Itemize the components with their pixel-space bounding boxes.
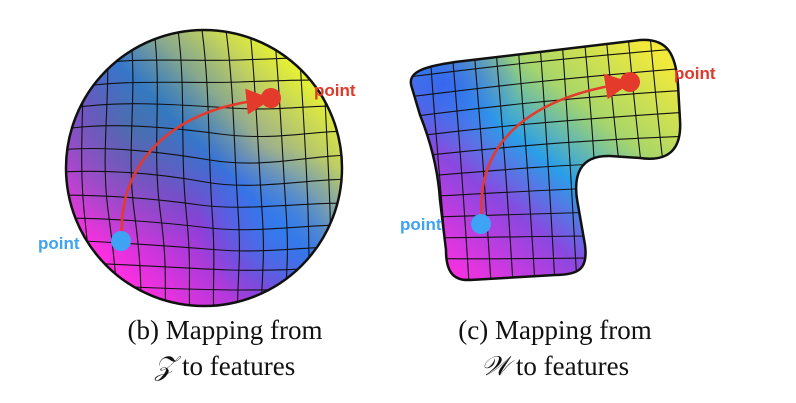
z-space-path-arrow [120, 88, 273, 237]
w-space-start-point [471, 214, 491, 234]
w-space-end-label: point [674, 64, 716, 83]
w-space-manifold [409, 38, 682, 282]
w-space-start-label: point [400, 215, 442, 234]
z-space-end-label: point [314, 81, 356, 100]
z-space-start-label: point [38, 234, 80, 253]
caption-c-line2: 𝒲 to features [380, 348, 730, 385]
w-space-symbol: 𝒲 [480, 351, 510, 382]
z-space-start-point [111, 231, 131, 251]
w-space-path-arrow [480, 73, 632, 219]
caption-c-line1: (c) Mapping from [458, 315, 652, 345]
caption-b-line1: (b) Mapping from [127, 315, 323, 345]
w-space-end-point [620, 72, 640, 92]
z-space-symbol: 𝒵 [154, 351, 176, 382]
z-space-manifold [64, 28, 344, 308]
caption-b: (b) Mapping from 𝒵 to features [60, 312, 390, 385]
caption-b-line2-text: to features [175, 351, 296, 381]
caption-c: (c) Mapping from 𝒲 to features [380, 312, 730, 385]
caption-b-line2: 𝒵 to features [60, 348, 390, 385]
caption-c-line2-text: to features [509, 351, 630, 381]
z-space-end-point [261, 88, 281, 108]
